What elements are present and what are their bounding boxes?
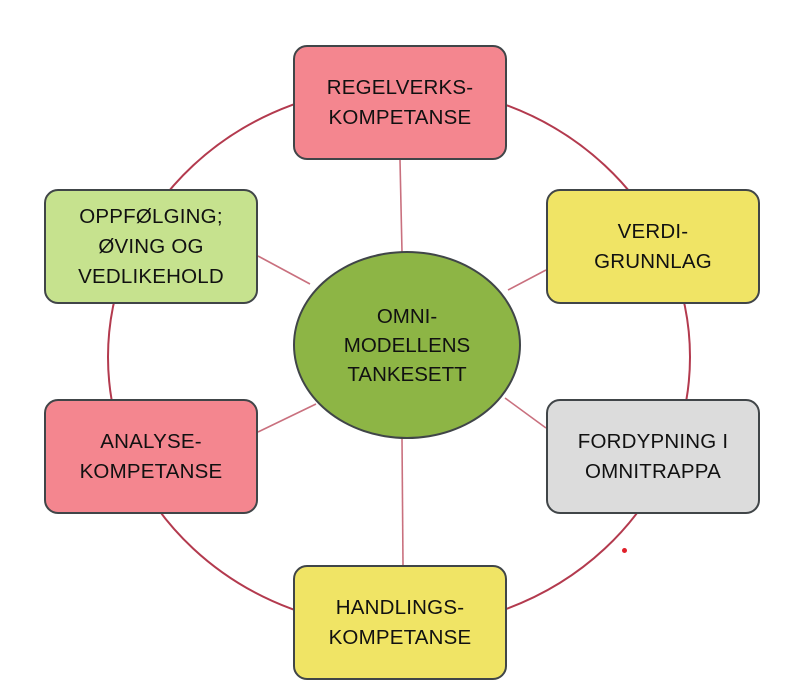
node-verdigrunnlag: VERDI- GRUNNLAG: [546, 189, 760, 304]
node-label: HANDLINGS- KOMPETANSE: [328, 595, 472, 649]
spoke-top-left: [257, 255, 311, 285]
node-handlingskompetanse: HANDLINGS- KOMPETANSE: [293, 565, 507, 680]
spoke-top: [399, 159, 403, 253]
node-label: VERDI- GRUNNLAG: [594, 219, 712, 273]
node-oppfolging-oving-vedlikehold: OPPFØLGING; ØVING OG VEDLIKEHOLD: [44, 189, 258, 304]
spoke-top-right: [507, 269, 547, 291]
node-label: REGELVERKS- KOMPETANSE: [326, 75, 474, 129]
node-label: ANALYSE- KOMPETANSE: [79, 429, 223, 483]
spoke-bottom-left: [257, 403, 317, 433]
center-label: OMNI- MODELLENS TANKESETT: [343, 304, 471, 386]
center-node-omnimodellens-tankesett: OMNI- MODELLENS TANKESETT: [293, 251, 521, 439]
node-fordypning-i-omnitrappa: FORDYPNING I OMNITRAPPA: [546, 399, 760, 514]
red-dot-marker: [622, 548, 627, 553]
spoke-bottom-right: [504, 397, 547, 429]
node-label: OPPFØLGING; ØVING OG VEDLIKEHOLD: [78, 204, 224, 288]
node-regelverkskompetanse: REGELVERKS- KOMPETANSE: [293, 45, 507, 160]
spoke-bottom: [401, 437, 404, 566]
node-label: FORDYPNING I OMNITRAPPA: [577, 429, 729, 483]
node-analysekompetanse: ANALYSE- KOMPETANSE: [44, 399, 258, 514]
